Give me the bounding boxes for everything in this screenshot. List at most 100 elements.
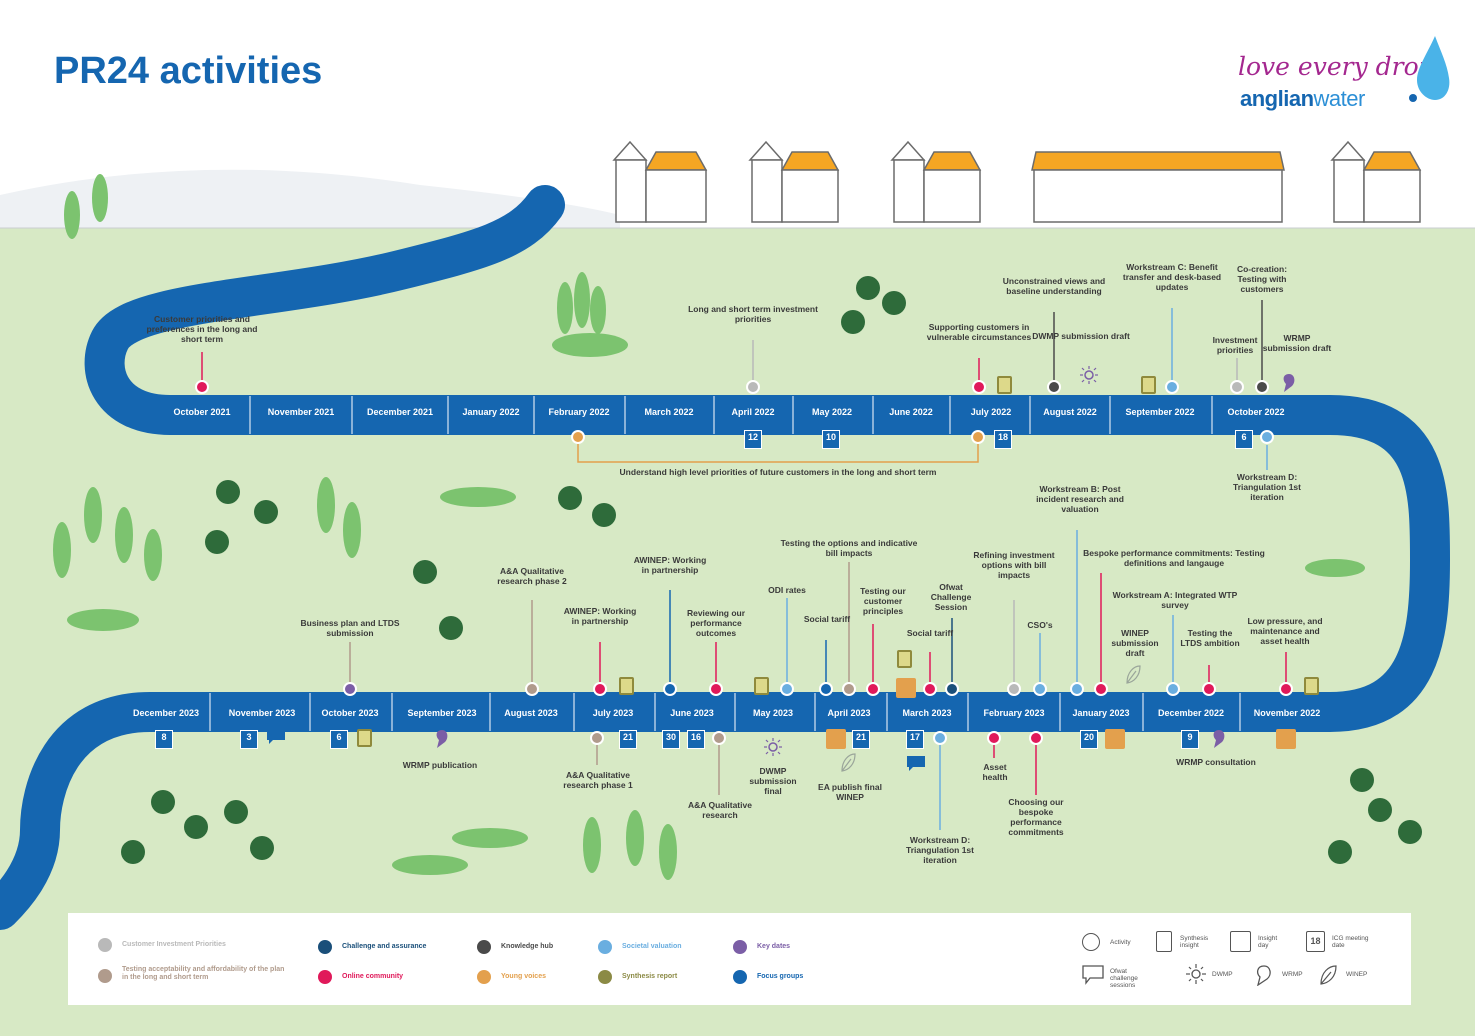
month-label: September 2022	[1125, 407, 1195, 417]
activity-dot[interactable]	[590, 731, 604, 745]
brand-name-light: water	[1313, 86, 1366, 111]
icg-meeting-date: 10	[822, 430, 840, 449]
activity-label: Ofwat Challenge Session	[930, 582, 972, 612]
wrmp-icon	[436, 730, 448, 748]
legend-swatch	[733, 940, 747, 954]
insight-day-icon	[1276, 729, 1296, 749]
activity-dot[interactable]	[525, 682, 539, 696]
icg-meeting-date: 20	[1080, 730, 1098, 749]
activity-dot[interactable]	[593, 682, 607, 696]
activity-label: Reviewing our performance outcomes	[686, 608, 746, 638]
activity-dot[interactable]	[663, 682, 677, 696]
activity-label: Refining investment options with bill im…	[973, 550, 1055, 580]
legend-symbol-label: WRMP	[1282, 971, 1303, 978]
icg-meeting-date: 16	[687, 730, 705, 749]
legend-swatch	[598, 940, 612, 954]
activity-dot[interactable]	[1033, 682, 1047, 696]
activity-dot[interactable]	[1070, 682, 1084, 696]
activity-dot[interactable]	[933, 731, 947, 745]
month-label: July 2023	[592, 708, 634, 718]
legend-swatch	[477, 940, 491, 954]
month-label: August 2023	[504, 708, 558, 718]
wrmp-icon	[1257, 965, 1271, 986]
activity-dot[interactable]	[195, 380, 209, 394]
winep-leaf-icon	[1126, 665, 1141, 684]
month-label: December 2023	[132, 708, 200, 718]
activity-dot[interactable]	[712, 731, 726, 745]
wrmp-icon	[1283, 374, 1295, 392]
activity-dot[interactable]	[709, 682, 723, 696]
icg-meeting-date: 21	[852, 730, 870, 749]
month-label: May 2023	[752, 708, 794, 718]
legend-label: Key dates	[757, 943, 791, 950]
activity-dot[interactable]	[819, 682, 833, 696]
legend-swatch	[318, 970, 332, 984]
activity-dot[interactable]	[1029, 731, 1043, 745]
activity-label: Testing the LTDS ambition	[1180, 628, 1240, 648]
activity-dot[interactable]	[971, 430, 985, 444]
activity-dot[interactable]	[987, 731, 1001, 745]
activity-dot[interactable]	[571, 430, 585, 444]
houses	[612, 140, 1422, 223]
activity-label: WRMP publication	[402, 760, 478, 770]
activity-dot[interactable]	[1260, 430, 1274, 444]
activity-dot[interactable]	[945, 682, 959, 696]
month-label: December 2021	[366, 407, 434, 417]
activity-label: Workstream A: Integrated WTP survey	[1112, 590, 1238, 610]
synthesis-insight-icon	[619, 677, 634, 695]
legend-swatch	[477, 970, 491, 984]
activity-dot[interactable]	[780, 682, 794, 696]
winep-leaf-icon	[1320, 965, 1337, 985]
activity-dot[interactable]	[1047, 380, 1061, 394]
activity-dot[interactable]	[923, 682, 937, 696]
ofwat-challenge-icon	[907, 756, 925, 771]
synthesis-insight-icon	[754, 677, 769, 695]
insight-day-icon	[826, 729, 846, 749]
activity-dot[interactable]	[842, 682, 856, 696]
legend-swatch	[733, 970, 747, 984]
key-date-dot[interactable]	[343, 682, 357, 696]
icg-meeting-date: 12	[744, 430, 762, 449]
activity-label: Investment priorities	[1212, 335, 1258, 355]
icg-meeting-date: 8	[155, 730, 173, 749]
month-label: December 2022	[1157, 708, 1225, 718]
activity-dot[interactable]	[1230, 380, 1244, 394]
activity-dot[interactable]	[1166, 682, 1180, 696]
synthesis-insight-icon	[897, 650, 912, 668]
icg-meeting-date: 9	[1181, 730, 1199, 749]
month-label: January 2023	[1072, 708, 1130, 718]
legend-swatch	[598, 970, 612, 984]
brand-logo: anglianwater	[1240, 86, 1365, 112]
activity-dot[interactable]	[1007, 682, 1021, 696]
month-label: November 2023	[228, 708, 296, 718]
month-label: November 2021	[267, 407, 335, 417]
icg-meeting-date: 30	[662, 730, 680, 749]
legend-label: Focus groups	[757, 973, 804, 980]
activity-label: Workstream D: Triangulation 1st iteratio…	[1232, 472, 1301, 502]
activity-label: Asset health	[982, 762, 1008, 782]
activity-dot[interactable]	[1094, 682, 1108, 696]
insight-day-icon	[896, 678, 916, 698]
activity-dot[interactable]	[1279, 682, 1293, 696]
activity-label: Choosing our bespoke performance commitm…	[1008, 797, 1064, 837]
icg-meeting-date: 18	[994, 430, 1012, 449]
activity-dot[interactable]	[746, 380, 760, 394]
activity-dot[interactable]	[866, 682, 880, 696]
activity-dot[interactable]	[1202, 682, 1216, 696]
activity-label: CSO's	[1027, 620, 1053, 630]
activity-label: Supporting customers in vulnerable circu…	[926, 322, 1032, 342]
activity-label: Testing our customer principles	[860, 586, 906, 616]
legend-label: Customer Investment Priorities	[122, 941, 226, 948]
legend-symbol-label: Synthesis insight	[1180, 935, 1209, 949]
activity-label: Business plan and LTDS submission	[300, 618, 400, 638]
ofwat-challenge-icon	[1082, 965, 1104, 985]
activity-dot[interactable]	[972, 380, 986, 394]
month-label: April 2023	[827, 708, 871, 718]
page-title: PR24 activities	[54, 50, 323, 92]
legend-label: Testing acceptability and affordability …	[122, 966, 285, 981]
dwmp-sun-icon	[1080, 366, 1098, 384]
activity-label: DWMP submission final	[749, 766, 797, 796]
legend-label: Challenge and assurance	[342, 943, 427, 950]
activity-dot[interactable]	[1255, 380, 1269, 394]
activity-dot[interactable]	[1165, 380, 1179, 394]
